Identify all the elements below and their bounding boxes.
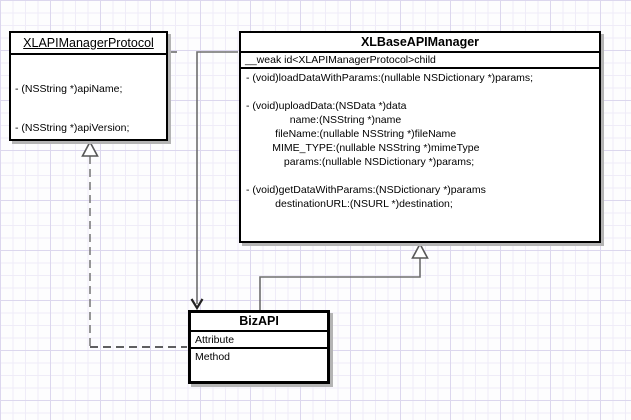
class-title: XLBaseAPIManager bbox=[241, 33, 599, 53]
class-box-bizapi[interactable]: BizAPI Attribute Method bbox=[188, 310, 330, 384]
association-connector-basemanager-to-bizapi[interactable] bbox=[168, 51, 238, 311]
attributes-section: - (NSString *)apiName; - (NSString *)api… bbox=[11, 55, 166, 139]
class-box-xlapimanagerprotocol[interactable]: XLAPIManagerProtocol - (NSString *)apiNa… bbox=[9, 31, 168, 141]
attribute-section-row: Attribute bbox=[191, 332, 327, 349]
class-title: BizAPI bbox=[191, 313, 327, 332]
class-title: XLAPIManagerProtocol bbox=[11, 33, 166, 55]
hollow-triangle-icon bbox=[411, 242, 429, 259]
attribute-line: - (NSString *)apiVersion; bbox=[15, 122, 130, 134]
attribute-row: __weak id<XLAPIManagerProtocol>child bbox=[241, 53, 599, 69]
inheritance-connector-bizapi-to-basemanager[interactable] bbox=[259, 242, 429, 310]
realization-connector-bizapi-to-protocol[interactable] bbox=[81, 140, 188, 348]
open-arrow-icon bbox=[190, 298, 204, 311]
attribute-line: - (NSString *)apiName; bbox=[15, 83, 123, 95]
association-line[interactable] bbox=[196, 51, 238, 304]
class-box-xlbaseapimanager[interactable]: XLBaseAPIManager __weak id<XLAPIManagerP… bbox=[239, 31, 601, 243]
inheritance-line[interactable] bbox=[259, 258, 421, 310]
method-section-row: Method bbox=[195, 351, 231, 363]
hollow-triangle-icon bbox=[81, 140, 99, 157]
methods-section: - (void)loadDataWithParams:(nullable NSD… bbox=[246, 72, 534, 210]
